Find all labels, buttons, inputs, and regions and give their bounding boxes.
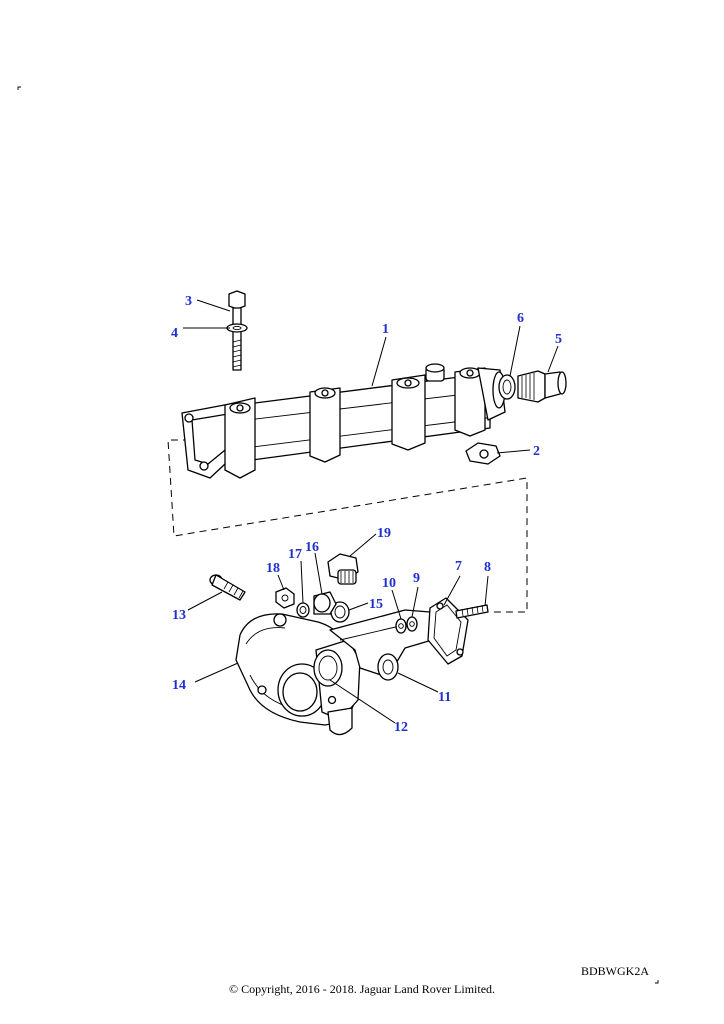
- copyright-notice: © Copyright, 2016 - 2018. Jaguar Land Ro…: [228, 982, 496, 996]
- housing-seal-part: [313, 649, 343, 687]
- assembly-dashed-lines: [167, 439, 528, 613]
- callout-1: 1: [382, 322, 389, 337]
- callout-13: 13: [172, 608, 186, 623]
- washer-part-10: [395, 618, 407, 634]
- callout-16: 16: [305, 540, 319, 555]
- callout-17: 17: [288, 547, 302, 562]
- callout-11: 11: [438, 690, 451, 705]
- bolt-part: [228, 290, 246, 371]
- crop-mark-bottom-right: [655, 980, 659, 984]
- stud-part: [455, 604, 489, 619]
- callout-5: 5: [555, 332, 562, 347]
- callout-labels: 1 2 3 4 5 6 7 8 9 10 11 12 13 14 15 16 1…: [171, 294, 562, 735]
- square-flange-part: [427, 597, 469, 665]
- gasket-part: [465, 442, 501, 465]
- callout-2: 2: [533, 444, 540, 459]
- leader-lines: [183, 299, 559, 724]
- nut-part-9: [406, 616, 418, 632]
- callout-3: 3: [185, 294, 192, 309]
- diagram-reference-code: BDBWGK2A: [581, 964, 649, 978]
- callout-9: 9: [413, 571, 420, 586]
- crop-mark-top-left: [17, 86, 21, 90]
- callout-15: 15: [369, 597, 383, 612]
- callout-8: 8: [484, 560, 491, 575]
- seal-ring-part: [498, 374, 516, 400]
- callout-7: 7: [455, 559, 462, 574]
- sensor-part-16: [313, 591, 337, 615]
- callout-18: 18: [266, 561, 280, 576]
- union-fitting-part: [517, 370, 567, 403]
- washer-part-17: [296, 602, 310, 618]
- callout-19: 19: [377, 526, 391, 541]
- callout-6: 6: [517, 311, 524, 326]
- callout-12: 12: [394, 720, 408, 735]
- callout-4: 4: [171, 326, 178, 341]
- manifold-pipe-part: [181, 363, 506, 479]
- housing-bolt-part: [209, 574, 246, 601]
- temperature-sender-part: [327, 553, 359, 585]
- callout-14: 14: [172, 678, 186, 693]
- nut-part-18: [275, 587, 295, 609]
- callout-10: 10: [382, 576, 396, 591]
